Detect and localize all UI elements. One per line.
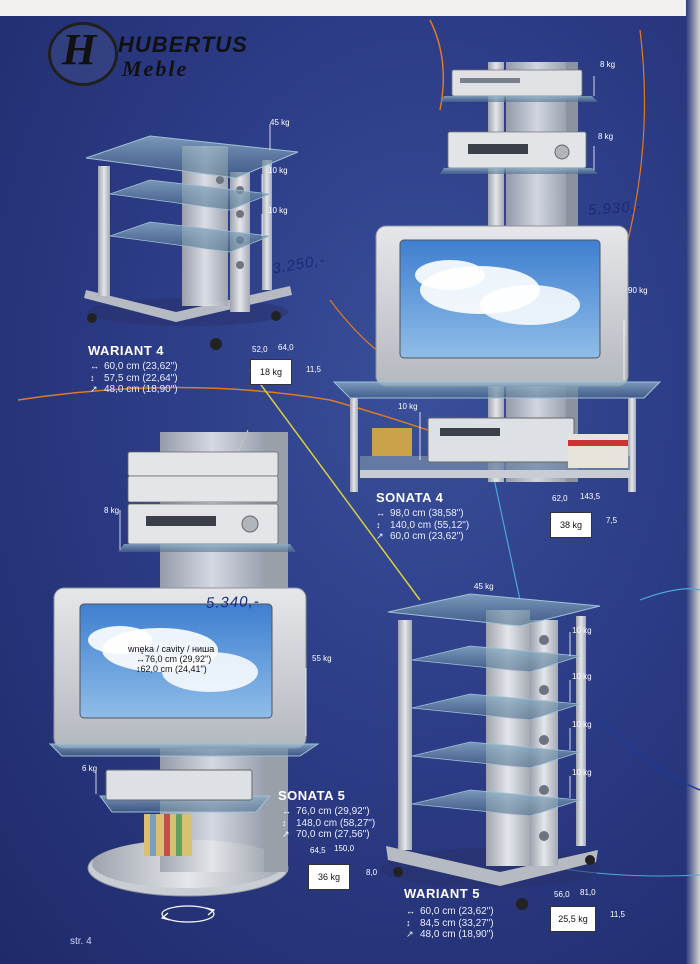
wariant5-package: 56,0 81,0 25,5 kg 11,5 xyxy=(550,888,632,934)
wariant5-title: WARIANT 5 xyxy=(404,886,480,901)
wariant5-specs: ↔60,0 cm (23,62") ↕84,5 cm (33,27") ↗48,… xyxy=(406,906,494,940)
sonata5-load-device: 8 kg xyxy=(104,506,120,515)
depth-arrow-icon: ↗ xyxy=(406,929,414,939)
height-arrow-icon: ↕ xyxy=(90,372,95,383)
wariant5-load-1: 10 kg xyxy=(572,626,592,635)
sonata4-specs: ↔98,0 cm (38,58") ↕140,0 cm (55,12") ↗60… xyxy=(376,508,470,542)
wariant4-load-shelf1: 10 kg xyxy=(268,166,288,175)
depth-arrow-icon: ↗ xyxy=(90,384,98,394)
rotate-icon xyxy=(160,905,216,923)
blue-scribble xyxy=(599,719,700,791)
sonata5-cavity: wnęka / cavity / ниша ↔76,0 cm (29,92") … xyxy=(128,644,215,674)
wariant4-title: WARIANT 4 xyxy=(88,343,164,358)
sonata4-drawing xyxy=(332,62,662,492)
page-number: str. 4 xyxy=(70,936,92,947)
brand-logo: H HUBERTUS Meble xyxy=(48,20,248,86)
width-arrow-icon: ↔ xyxy=(282,806,291,816)
sonata5-load-bottom: 6 kg xyxy=(82,764,98,773)
brand-subtitle: Meble xyxy=(122,56,189,81)
wariant5-load-3: 10 kg xyxy=(572,720,592,729)
wariant5-drawing xyxy=(380,593,601,910)
sonata4-title: SONATA 4 xyxy=(376,490,444,505)
sonata4-load-top: 8 kg xyxy=(600,60,616,69)
orange-curve-top xyxy=(429,19,445,111)
wariant4-load-top: 45 kg xyxy=(270,118,290,127)
wariant4-drawing xyxy=(84,124,299,350)
logo-circle xyxy=(48,22,118,86)
sonata4-load-shelf: 8 kg xyxy=(598,132,614,141)
height-arrow-icon: ↕ xyxy=(406,917,411,928)
height-arrow-icon: ↕ xyxy=(282,817,287,828)
wariant4-load-shelf2: 10 kg xyxy=(268,206,288,215)
sonata5-load-tv: 55 kg xyxy=(312,654,332,663)
brand-name: HUBERTUS xyxy=(118,32,248,57)
page-edge xyxy=(686,0,700,964)
sonata5-price: 5.340,- xyxy=(205,593,260,612)
yellow-line xyxy=(249,369,421,601)
wariant5-load-top: 45 kg xyxy=(474,582,494,591)
wariant4-package: 52,0 64,0 18 kg 11,5 xyxy=(250,343,330,385)
depth-arrow-icon: ↗ xyxy=(376,531,384,541)
depth-arrow-icon: ↗ xyxy=(282,829,290,839)
wariant5-load-2: 10 kg xyxy=(572,672,592,681)
wariant4-specs: ↔60,0 cm (23,62") ↕57,5 cm (22,64") ↗48,… xyxy=(90,361,178,395)
sonata4-load-tv: 90 kg xyxy=(628,286,648,295)
height-arrow-icon: ↕ xyxy=(376,519,381,530)
sonata5-title: SONATA 5 xyxy=(278,788,346,803)
width-arrow-icon: ↔ xyxy=(406,906,415,916)
wariant5-load-4: 10 kg xyxy=(572,768,592,777)
sonata5-package: 64,5 150,0 36 kg 8,0 xyxy=(308,844,390,890)
sonata5-specs: ↔76,0 cm (29,92") ↕148,0 cm (58,27") ↗70… xyxy=(282,806,376,840)
sonata5-drawing xyxy=(48,432,320,897)
width-arrow-icon: ↔ xyxy=(90,361,99,371)
sonata4-load-bottom: 10 kg xyxy=(398,402,418,411)
top-margin xyxy=(0,0,700,16)
cavity-label: wnęka / cavity / ниша xyxy=(128,644,215,654)
sonata4-package: 62,0 143,5 38 kg 7,5 xyxy=(550,492,630,538)
width-arrow-icon: ↔ xyxy=(376,508,385,518)
blue-scribble-2 xyxy=(639,588,700,601)
yellow-line-3 xyxy=(489,459,521,601)
logo-monogram: H xyxy=(62,25,97,74)
